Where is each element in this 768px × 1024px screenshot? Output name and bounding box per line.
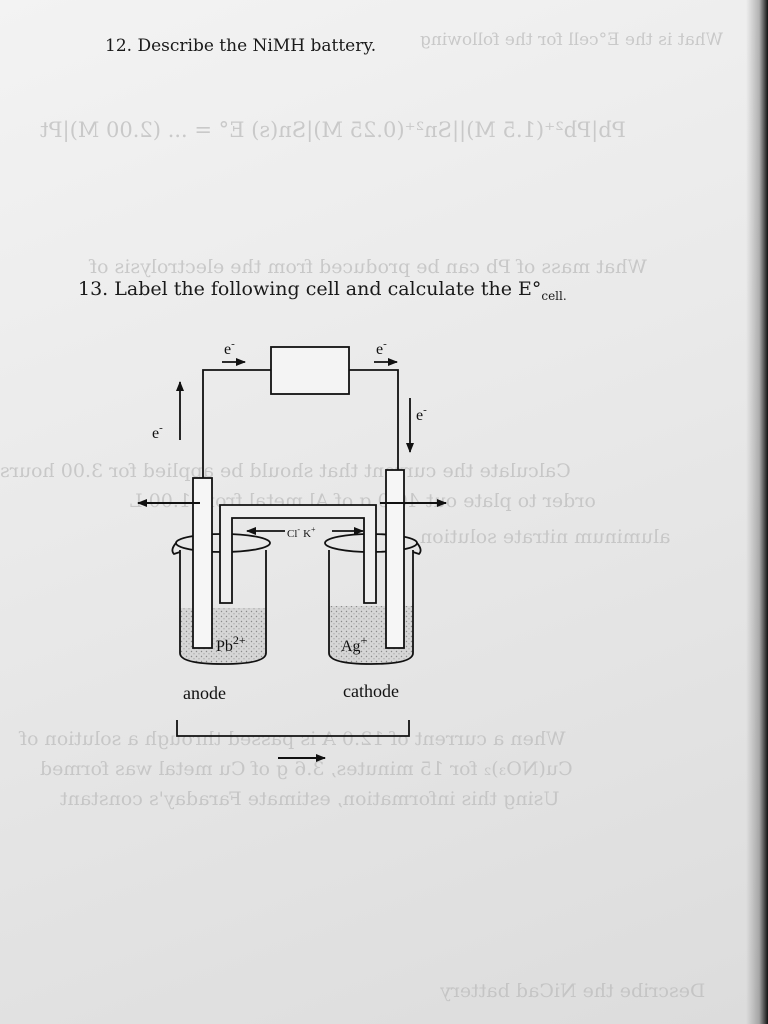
question-12: 12. Describe the NiMH battery. xyxy=(105,36,376,56)
electron-label-top-right: e- xyxy=(376,338,387,358)
question-13-text: Label the following cell and calculate t… xyxy=(114,278,542,300)
page-edge-shadow xyxy=(746,0,768,1024)
question-12-number: 12. xyxy=(105,36,133,56)
anode-electrode xyxy=(192,477,213,649)
electron-label-top-left: e- xyxy=(224,338,235,358)
electron-label-right: e- xyxy=(416,404,427,424)
anode-label: anode xyxy=(183,683,226,703)
cathode-electrode xyxy=(385,469,405,649)
cathode-ion-label: Ag+ xyxy=(341,633,368,655)
question-13-number: 13. xyxy=(78,278,109,300)
external-wire xyxy=(202,369,399,485)
bottom-bracket xyxy=(176,720,410,737)
anode-ion-label: Pb2+ xyxy=(216,633,246,655)
question-13-subscript: cell. xyxy=(541,288,567,303)
cathode-label: cathode xyxy=(343,681,399,701)
electron-label-left: e- xyxy=(152,422,163,442)
load-box xyxy=(270,346,350,395)
question-13: 13. Label the following cell and calcula… xyxy=(78,278,567,303)
question-12-text: Describe the NiMH battery. xyxy=(137,36,377,56)
salt-bridge xyxy=(219,504,377,604)
salt-bridge-ions-label: Cl-K+ xyxy=(287,525,316,540)
